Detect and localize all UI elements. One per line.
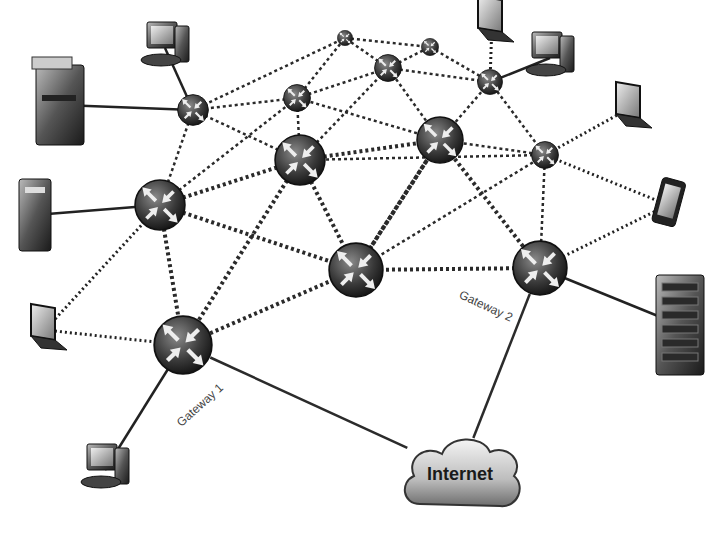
gateway-router: Gateway 1 [153, 315, 213, 375]
mesh-link [356, 155, 545, 270]
internet-cloud: Internet [398, 432, 522, 512]
tablet-icon [651, 177, 686, 228]
server-icon [656, 275, 704, 375]
mesh-link [388, 68, 490, 82]
router-icon [375, 55, 402, 82]
router-icon [532, 142, 559, 169]
laptop-icon [616, 82, 652, 128]
router-icon [417, 117, 463, 163]
gateway-router: Gateway 2 [512, 240, 568, 296]
router-icon [135, 180, 185, 230]
router-icon [329, 243, 383, 297]
mesh-link [297, 68, 388, 98]
gateway-label: Gateway 2 [455, 287, 517, 326]
device-link [545, 155, 668, 205]
mesh-link [183, 160, 300, 345]
uplink-line [210, 358, 407, 448]
laptop-icon [31, 304, 67, 350]
router-icon [478, 70, 503, 95]
router-icon [284, 85, 311, 112]
cloud-label: Internet [427, 463, 493, 484]
router-icon [178, 95, 209, 126]
mesh-link [345, 38, 430, 47]
router-icon [421, 38, 438, 55]
router-icon [275, 135, 325, 185]
desk-icon [81, 444, 129, 488]
tower-icon [19, 179, 51, 251]
router-shape [153, 315, 213, 375]
router-icon [337, 30, 352, 45]
desk-icon [141, 22, 189, 66]
printer-icon [32, 57, 84, 145]
gateway-label: Gateway 1 [173, 379, 228, 430]
desk-icon [526, 32, 574, 76]
laptop-icon [478, 0, 514, 42]
mesh-link [193, 38, 345, 110]
router-shape [512, 240, 568, 296]
